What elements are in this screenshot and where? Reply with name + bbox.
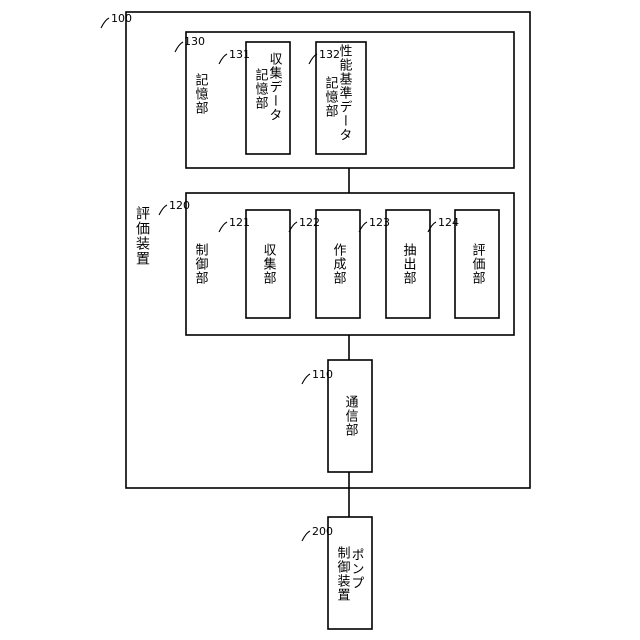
storage-unit-label: 記憶部 — [193, 72, 209, 115]
pump-control-device-label-line1: ポンプ — [349, 548, 364, 590]
ref-131: 131 — [229, 48, 250, 61]
communication-unit-label: 通信部 — [343, 395, 359, 437]
ref-124: 124 — [438, 216, 459, 229]
ref-200: 200 — [312, 525, 333, 538]
ref-121: 121 — [229, 216, 250, 229]
ref-100: 100 — [111, 12, 132, 25]
pump-control-device-label-line2: 制御装置 — [335, 546, 351, 602]
collection-unit-label: 収集部 — [261, 243, 277, 285]
ref-leader-100 — [101, 18, 109, 28]
extraction-unit-label: 抽出部 — [401, 243, 417, 285]
ref-120: 120 — [169, 199, 190, 212]
ref-leader-200 — [302, 531, 310, 541]
ref-132: 132 — [319, 48, 340, 61]
ref-130: 130 — [184, 35, 205, 48]
ref-leader-120 — [159, 205, 167, 215]
ref-leader-110 — [302, 374, 310, 384]
creation-unit-label: 作成部 — [331, 243, 347, 285]
ref-123: 123 — [369, 216, 390, 229]
ref-110: 110 — [312, 368, 333, 381]
evaluation-unit-label: 評価部 — [470, 243, 486, 285]
evaluation-device-label: 評価装置 — [134, 206, 150, 266]
ref-122: 122 — [299, 216, 320, 229]
ref-leader-130 — [175, 42, 183, 52]
performance-standard-data-storage-label-line2: 記憶部 — [323, 75, 339, 118]
collected-data-storage-label-line2: 記憶部 — [253, 67, 269, 110]
control-unit-label: 制御部 — [193, 243, 209, 285]
collected-data-storage-label-line1: 収集データ — [267, 52, 283, 122]
